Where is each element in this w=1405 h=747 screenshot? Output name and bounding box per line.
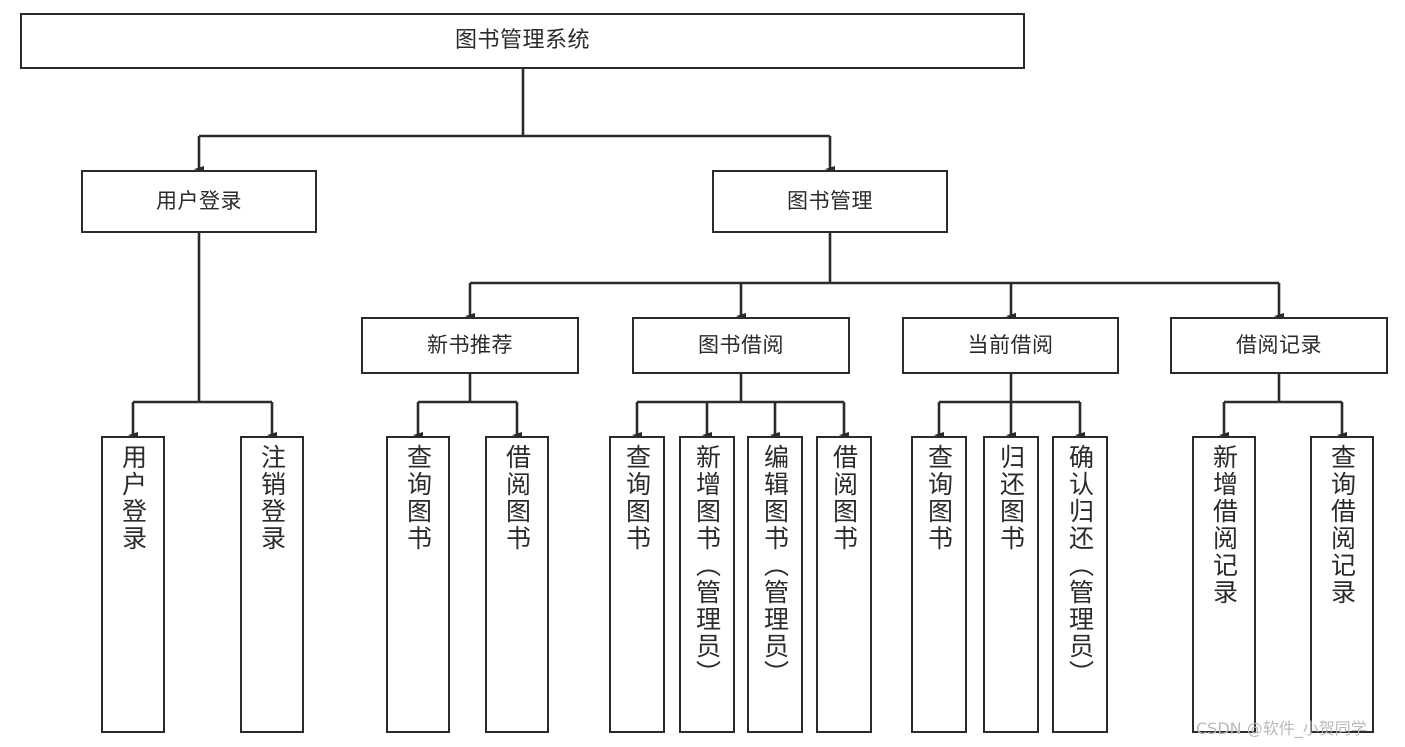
- node-root[interactable]: 图书管理系统: [20, 13, 1025, 69]
- node-user-login[interactable]: 用户登录: [81, 170, 317, 233]
- node-label: 图书管理: [787, 189, 873, 214]
- node-label: 编辑图书（管理员）: [760, 444, 790, 687]
- node-label: 查询图书: [403, 444, 433, 552]
- node-label: 新书推荐: [427, 333, 513, 358]
- csdn-watermark: CSDN @软件_小贺同学: [1196, 719, 1367, 738]
- node-label: 用户登录: [118, 444, 148, 552]
- leaf-query-book-recommend[interactable]: 查询图书: [386, 436, 450, 733]
- node-label: 用户登录: [156, 189, 242, 214]
- node-label: 新增图书（管理员）: [692, 444, 722, 687]
- leaf-query-book-current[interactable]: 查询图书: [911, 436, 967, 733]
- node-label: 查询图书: [622, 444, 652, 552]
- leaf-logout-login[interactable]: 注销登录: [240, 436, 304, 733]
- node-label: 注销登录: [257, 444, 287, 552]
- node-label: 查询借阅记录: [1327, 444, 1357, 606]
- node-label: 借阅图书: [502, 444, 532, 552]
- leaf-add-borrow-record[interactable]: 新增借阅记录: [1192, 436, 1256, 733]
- leaf-confirm-return-admin[interactable]: 确认归还（管理员）: [1052, 436, 1108, 733]
- leaf-query-borrow-record[interactable]: 查询借阅记录: [1310, 436, 1374, 733]
- node-label: 借阅记录: [1236, 333, 1322, 358]
- leaf-borrow-book-recommend[interactable]: 借阅图书: [485, 436, 549, 733]
- node-current-borrow[interactable]: 当前借阅: [902, 317, 1119, 374]
- node-label: 借阅图书: [829, 444, 859, 552]
- node-book-borrow[interactable]: 图书借阅: [632, 317, 850, 374]
- leaf-edit-book-admin[interactable]: 编辑图书（管理员）: [747, 436, 803, 733]
- node-label: 归还图书: [996, 444, 1026, 552]
- leaf-query-book-borrow[interactable]: 查询图书: [609, 436, 665, 733]
- node-label: 图书借阅: [698, 333, 784, 358]
- leaf-borrow-book[interactable]: 借阅图书: [816, 436, 872, 733]
- node-label: 查询图书: [924, 444, 954, 552]
- node-new-book-recommend[interactable]: 新书推荐: [361, 317, 579, 374]
- leaf-return-book[interactable]: 归还图书: [983, 436, 1039, 733]
- leaf-add-book-admin[interactable]: 新增图书（管理员）: [679, 436, 735, 733]
- node-book-management[interactable]: 图书管理: [712, 170, 948, 233]
- node-label: 新增借阅记录: [1209, 444, 1239, 606]
- node-label: 图书管理系统: [454, 28, 590, 54]
- node-borrow-records[interactable]: 借阅记录: [1170, 317, 1388, 374]
- node-label: 确认归还（管理员）: [1065, 444, 1095, 687]
- leaf-user-login[interactable]: 用户登录: [101, 436, 165, 733]
- node-label: 当前借阅: [967, 333, 1054, 358]
